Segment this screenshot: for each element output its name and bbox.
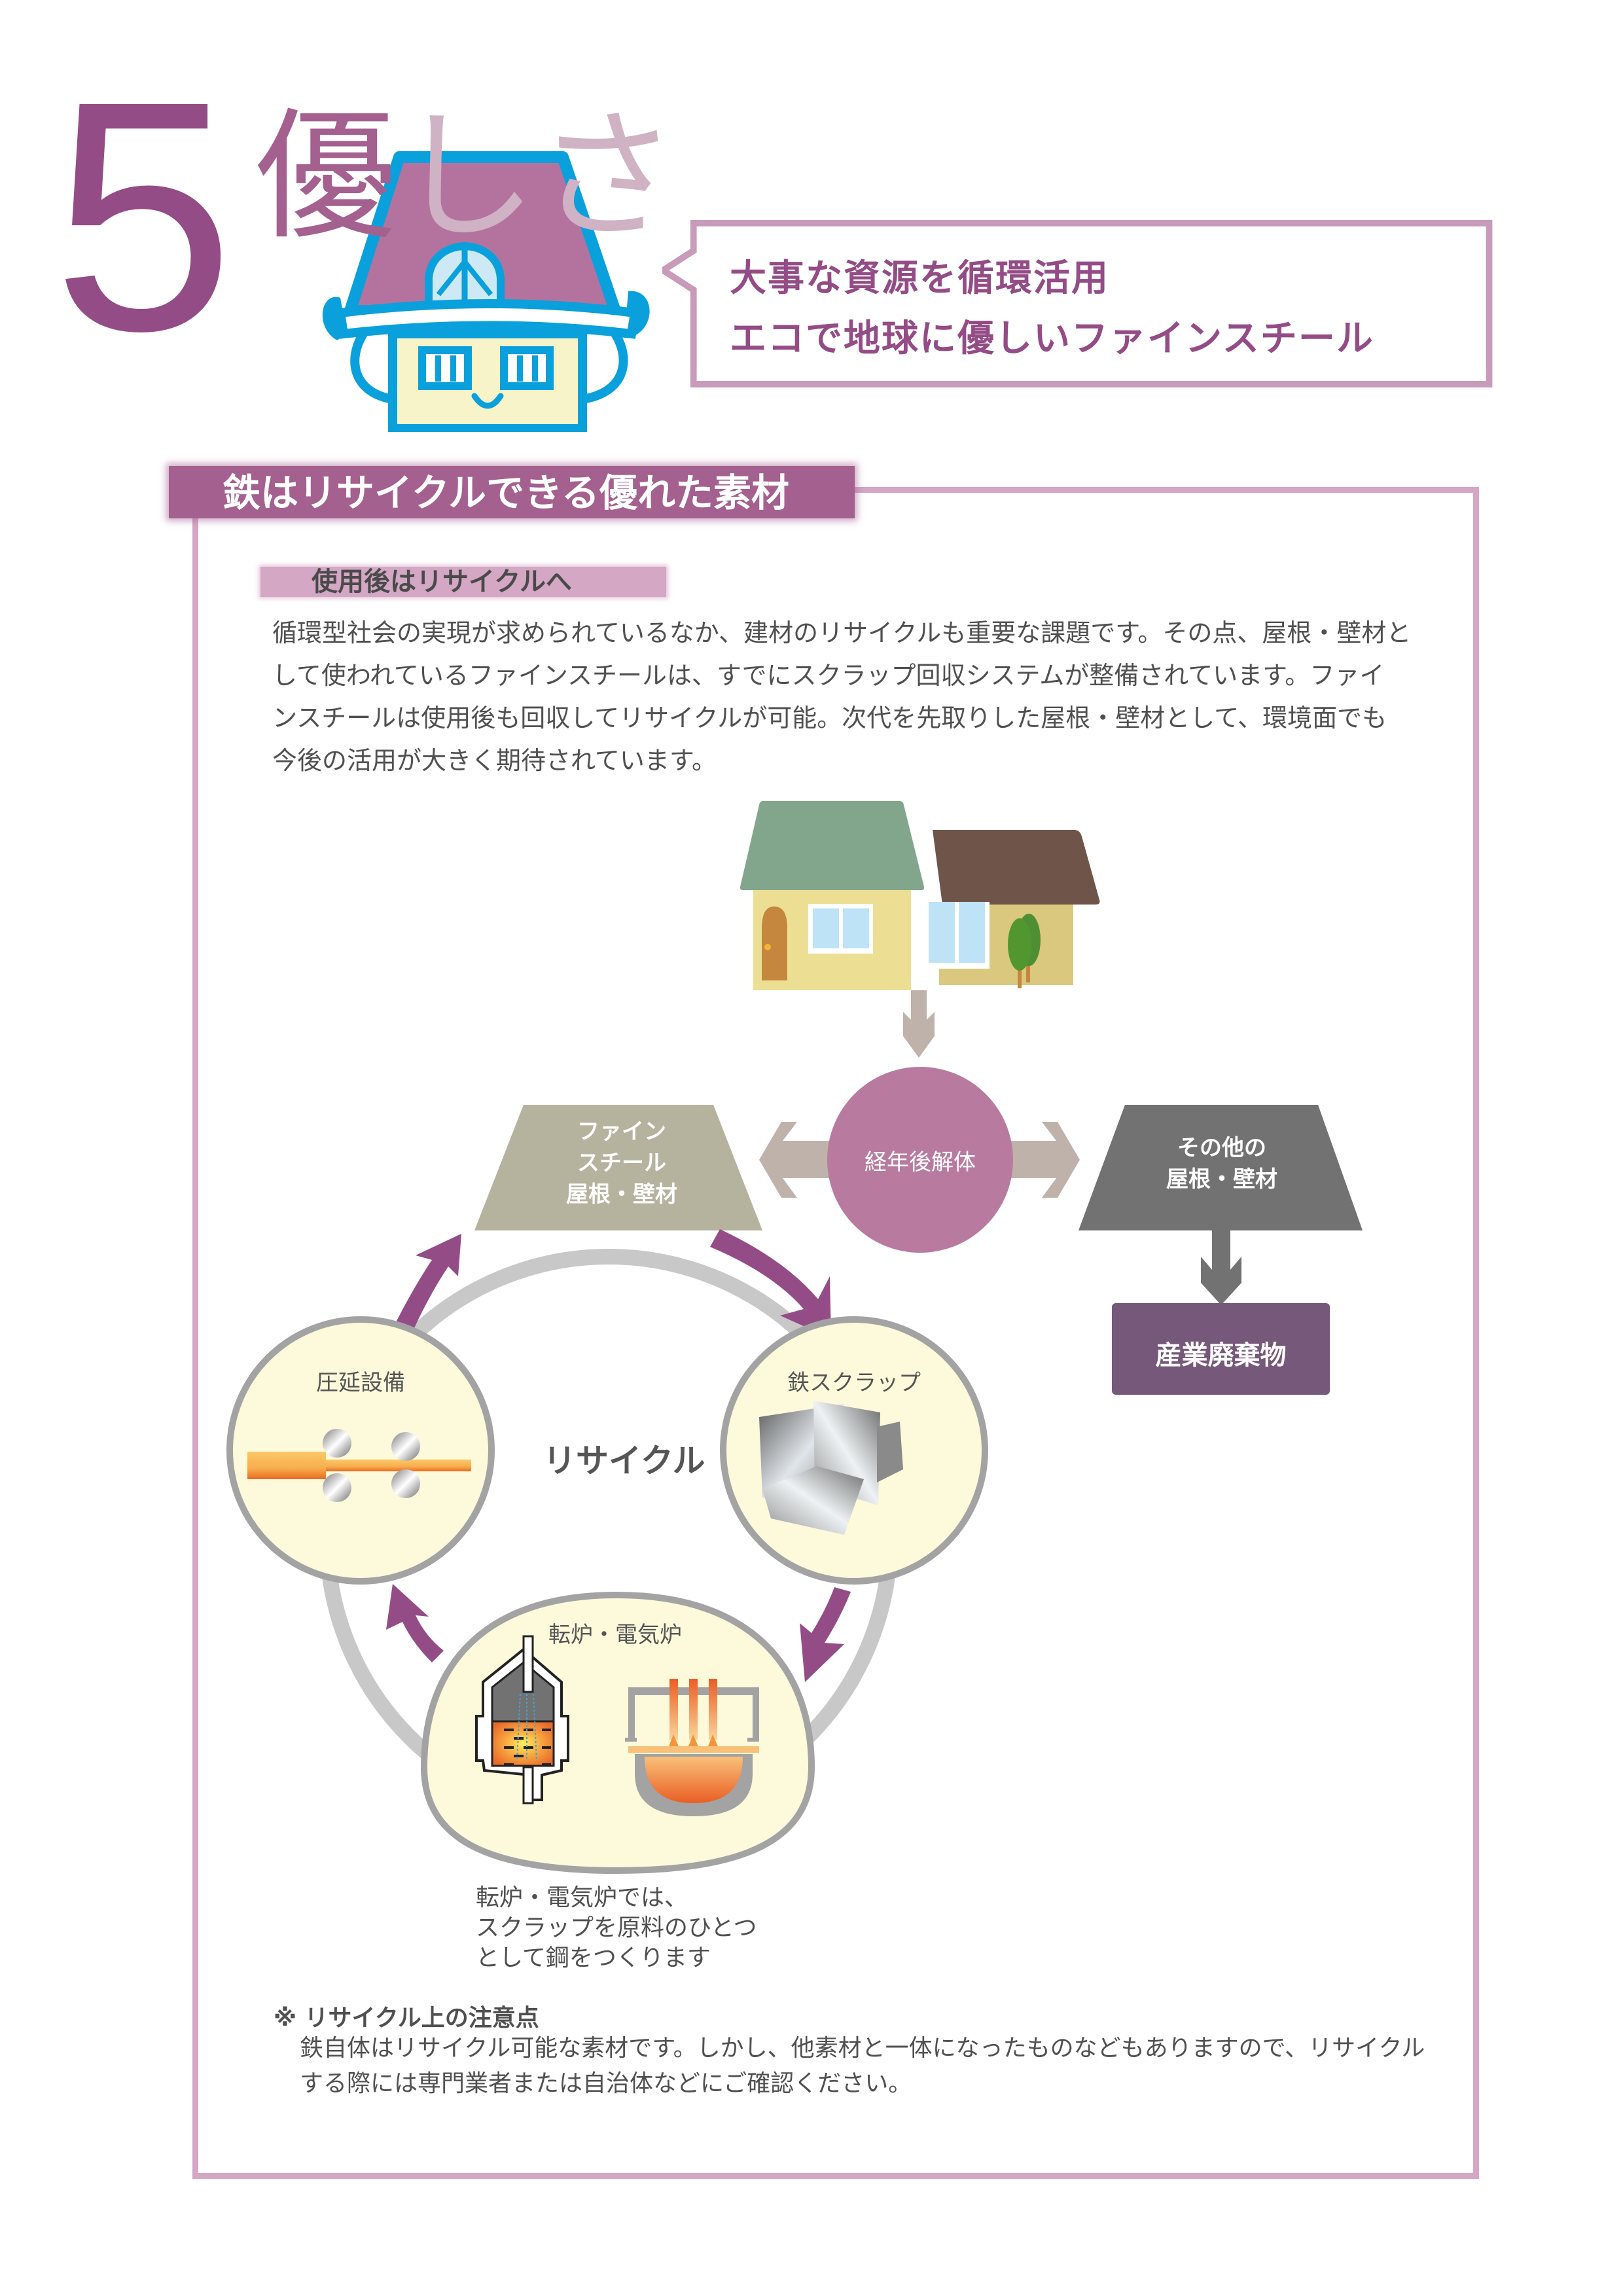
chapter-number: 5 <box>52 33 234 399</box>
other-materials-label-line: その他の <box>1177 1135 1266 1161</box>
paragraph-line: して使われているファインスチールは、すでにスクラップ回収システムが整備されていま… <box>272 661 1385 690</box>
mascot-smile <box>471 393 504 409</box>
section-header-band <box>169 466 855 518</box>
recycle-note-line: する際には専門業者または自治体などにご確認ください。 <box>300 2070 912 2097</box>
subsection-band <box>260 567 666 597</box>
subsection-title: 使用後はリサイクルへ <box>312 567 572 597</box>
paragraph-line: ンスチールは使用後も回収してリサイクルが可能。次代を先取りした屋根・壁材として、… <box>272 704 1387 732</box>
cycle-arrow-steel-to-scrap <box>710 1229 831 1338</box>
furnace-label: 転炉・電気炉 <box>548 1622 682 1648</box>
speech-line-1: 大事な資源を循環活用 <box>730 257 1109 300</box>
chapter-title-kana: しさ <box>396 94 677 259</box>
rolling-circle <box>226 1316 495 1585</box>
scrap-label: 鉄スクラップ <box>787 1370 921 1396</box>
rolling-mill-icon <box>247 1429 471 1502</box>
converter-furnace-icon <box>475 1635 569 1804</box>
rolling-label: 圧延設備 <box>316 1370 405 1396</box>
chapter-title-kanji: 優 <box>255 94 396 259</box>
fine-steel-label-line: スチール <box>577 1150 666 1176</box>
house-door <box>762 906 787 980</box>
chapter-title: 優しさ <box>255 98 677 255</box>
house-illustration <box>740 801 1100 990</box>
fine-steel-label: ファイン スチール 屋根・壁材 <box>537 1116 707 1210</box>
industrial-waste-box <box>1112 1303 1330 1395</box>
arrow-house-to-demolition <box>903 990 935 1058</box>
arrow-to-waste <box>1201 1230 1241 1305</box>
recycle-note-line: 鉄自体はリサイクル可能な素材です。しかし、他素材と一体になったものなどもあります… <box>300 2035 1425 2062</box>
electric-arc-furnace-icon <box>625 1679 759 1816</box>
cycle-arrow-scrap-to-furnace <box>800 1587 851 1682</box>
industrial-waste-label: 産業廃棄物 <box>1155 1340 1287 1371</box>
paragraph-line: 循環型社会の実現が求められているなか、建材のリサイクルも重要な課題です。その点、… <box>272 619 1412 647</box>
fine-steel-trapezoid <box>474 1105 762 1230</box>
cycle-arrow-rolling-to-steel <box>393 1234 461 1335</box>
mascot-hat-brim <box>334 299 641 339</box>
section-title: 鉄はリサイクルできる優れた素材 <box>223 471 789 515</box>
house-annex-roof <box>933 830 1100 905</box>
furnace-caption-line: 転炉・電気炉では、 <box>476 1884 688 1911</box>
demolition-circle <box>827 1067 1013 1253</box>
mascot-left-eye <box>418 346 472 390</box>
speech-line-2: エコで地球に優しいファインスチール <box>730 317 1374 360</box>
iron-scrap-icon <box>759 1401 903 1535</box>
furnace-caption-line: スクラップを原料のひとつ <box>476 1914 757 1941</box>
fine-steel-label-line: 屋根・壁材 <box>566 1181 677 1208</box>
furnace-caption-line: として鋼をつくります <box>476 1945 711 1971</box>
house-mascot-illustration <box>322 151 650 432</box>
recycle-note-title: ※ リサイクル上の注意点 <box>274 2005 539 2032</box>
cycle-arrow-furnace-to-rolling <box>386 1584 444 1662</box>
mascot-right-eye <box>500 346 554 390</box>
house-main-roof <box>740 801 925 890</box>
fine-steel-label-line: ファイン <box>577 1119 666 1145</box>
other-materials-label: その他の 屋根・壁材 <box>1137 1132 1307 1195</box>
arrow-to-fine-steel <box>759 1122 831 1198</box>
recycle-center-label: リサイクル <box>543 1442 705 1480</box>
demolition-label: 経年後解体 <box>865 1149 976 1175</box>
other-materials-label-line: 屋根・壁材 <box>1166 1166 1277 1193</box>
paragraph-line: 今後の活用が大きく期待されています。 <box>272 746 717 775</box>
arrow-to-other-materials <box>1008 1122 1080 1198</box>
speech-bubble <box>662 220 1493 387</box>
other-materials-trapezoid <box>1079 1105 1363 1230</box>
